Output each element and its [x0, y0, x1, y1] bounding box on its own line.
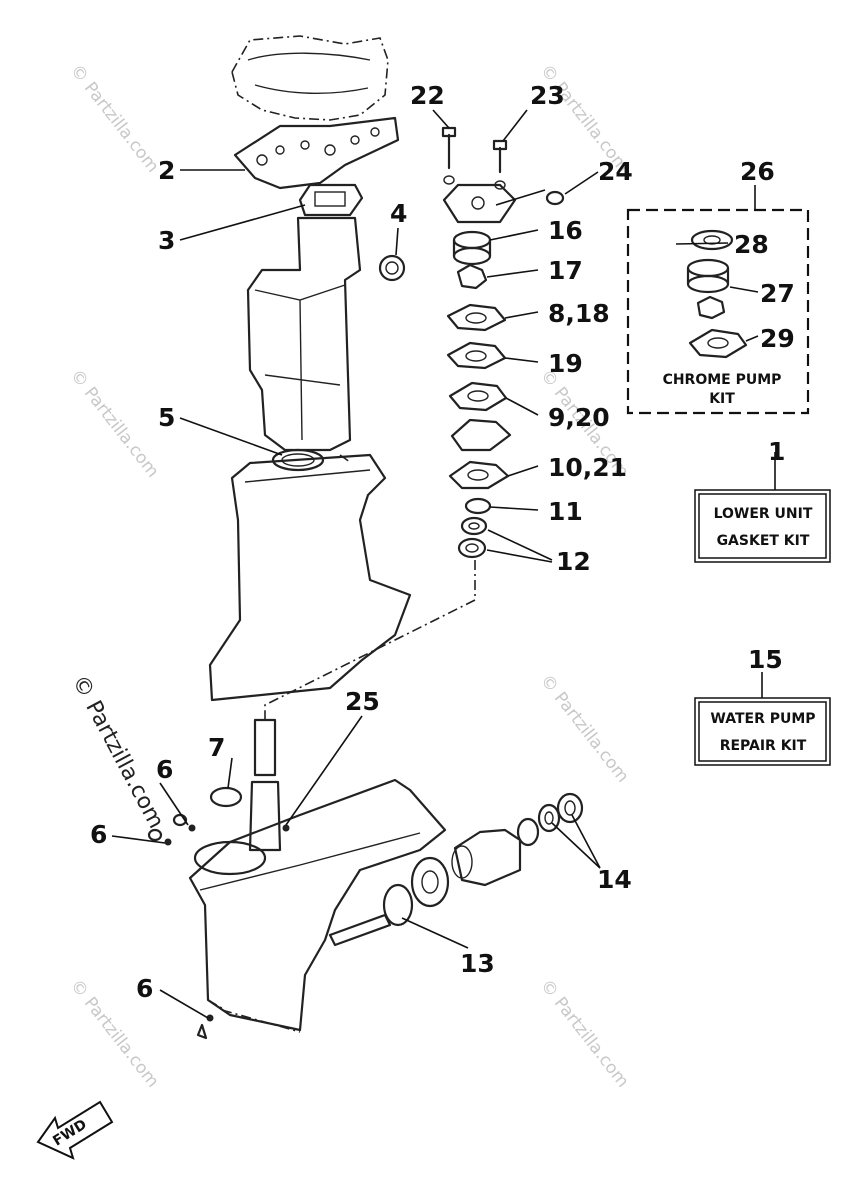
driveshaft-tube-part: [248, 718, 282, 852]
chrome-kit-line2: KIT: [709, 391, 735, 407]
lower-unit-line2: GASKET KIT: [717, 533, 810, 549]
callout-13: 13: [460, 949, 495, 978]
kit-cartridge-27-part: [686, 258, 730, 294]
callout-27: 27: [760, 279, 795, 308]
drain-plugs-part: [147, 813, 214, 1040]
bush-part: [516, 817, 540, 847]
callout-2: 2: [158, 156, 175, 185]
callout-15: 15: [748, 645, 783, 674]
callout-6b: 6: [90, 820, 107, 849]
lower-unit-line1: LOWER UNIT: [714, 506, 813, 522]
callout-6c: 6: [136, 974, 153, 1003]
callout-3: 3: [158, 226, 175, 255]
callout-26: 26: [740, 157, 775, 186]
callout-11: 11: [548, 497, 583, 526]
callout-19: 19: [548, 349, 583, 378]
impeller-part: [456, 263, 488, 290]
propshaft-part: [328, 913, 392, 947]
watermark-large: © Partzilla.com: [67, 671, 169, 833]
seal-12a-part: [460, 516, 488, 536]
insert-cartridge-part: [452, 230, 492, 266]
leader-lines: [111, 109, 759, 1019]
callout-12: 12: [556, 547, 591, 576]
callout-8-18: 8,18: [548, 299, 610, 328]
watermark: © Partzilla.com: [536, 671, 633, 787]
plate-19-part: [446, 341, 507, 370]
oring-13-part: [382, 883, 414, 927]
callout-24: 24: [598, 157, 633, 186]
watermark: © Partzilla.com: [536, 976, 633, 1092]
exhaust-guide-part: [298, 183, 364, 217]
fwd-arrow-icon: FWD: [36, 1100, 114, 1160]
callout-7: 7: [208, 733, 225, 762]
kit-impeller-part: [696, 295, 726, 320]
callout-5: 5: [158, 403, 175, 432]
water-pump-line2: REPAIR KIT: [720, 738, 807, 754]
bolt-23-part: [492, 139, 508, 190]
chrome-kit-line1: CHROME PUMP: [663, 372, 782, 388]
gasket-plate-part: [233, 116, 400, 190]
callouts: 2 3 4 5 6 6 6 7 8,18 9,20 10,21 11 12 13…: [90, 81, 795, 1003]
callout-23: 23: [530, 81, 565, 110]
chrome-pump-kit-box: [626, 208, 810, 415]
callout-25: 25: [345, 687, 380, 716]
gasket-10-part: [448, 460, 510, 490]
water-pump-line1: WATER PUMP: [710, 711, 815, 727]
watermark: © Partzilla.com: [66, 366, 163, 482]
oring-7-part: [209, 786, 243, 808]
callout-9-20: 9,20: [548, 403, 610, 432]
seal-12b-part: [457, 537, 487, 559]
grommet-24-part: [545, 190, 565, 206]
callout-17: 17: [548, 256, 583, 285]
callout-16: 16: [548, 216, 583, 245]
water-pump-repair-kit-box: WATER PUMP REPAIR KIT: [694, 697, 831, 766]
pump-housing-part: [442, 183, 517, 224]
gearcase-part: [188, 778, 447, 1032]
lower-unit-gasket-kit-box: LOWER UNIT GASKET KIT: [694, 489, 831, 563]
bolt-22-part: [441, 126, 457, 185]
upper-casing-part: [246, 216, 362, 452]
callout-22: 22: [410, 81, 445, 110]
watermark: © Partzilla.com: [66, 61, 163, 177]
callout-6a: 6: [156, 755, 173, 784]
callout-1: 1: [768, 437, 785, 466]
oring-11-part: [464, 497, 492, 515]
seal-14a-part: [537, 803, 561, 833]
gasket-9-part: [448, 381, 508, 412]
callout-14: 14: [597, 865, 632, 894]
kit-insert-28-part: [690, 229, 734, 251]
callout-28: 28: [734, 230, 769, 259]
housing-part: [451, 828, 522, 887]
kit-plate-29-part: [688, 328, 748, 359]
callout-4: 4: [390, 199, 407, 228]
bearing-carrier-part: [410, 856, 450, 908]
callout-29: 29: [760, 324, 795, 353]
callout-10-21: 10,21: [548, 453, 627, 482]
pump-base-part: [450, 418, 512, 452]
seal-4-part: [378, 254, 406, 282]
seal-14b-part: [556, 792, 584, 824]
lower-casing-upper-part: [208, 453, 412, 702]
plate-gasket-8-part: [446, 303, 507, 332]
top-cover-part: [231, 35, 389, 121]
